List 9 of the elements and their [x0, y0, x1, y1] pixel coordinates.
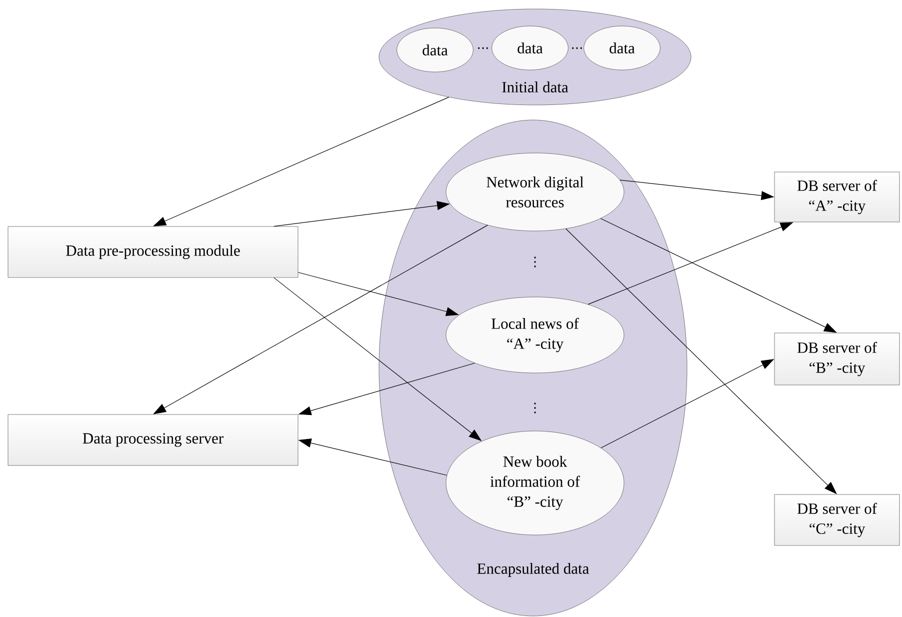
process-box: DB server of “A” -city — [774, 172, 900, 222]
ellipsis-mark: ⋮ — [534, 256, 536, 268]
ellipsis-mark: ··· — [572, 47, 582, 49]
ellipsis-mark: ⋮ — [534, 402, 536, 414]
process-box: DB server of “C” -city — [774, 494, 900, 546]
process-box: Data pre-processing module — [8, 226, 298, 278]
process-box: Data processing server — [8, 414, 298, 466]
ellipsis-mark: ··· — [478, 47, 488, 49]
process-box: DB server of “B” -city — [774, 332, 900, 386]
